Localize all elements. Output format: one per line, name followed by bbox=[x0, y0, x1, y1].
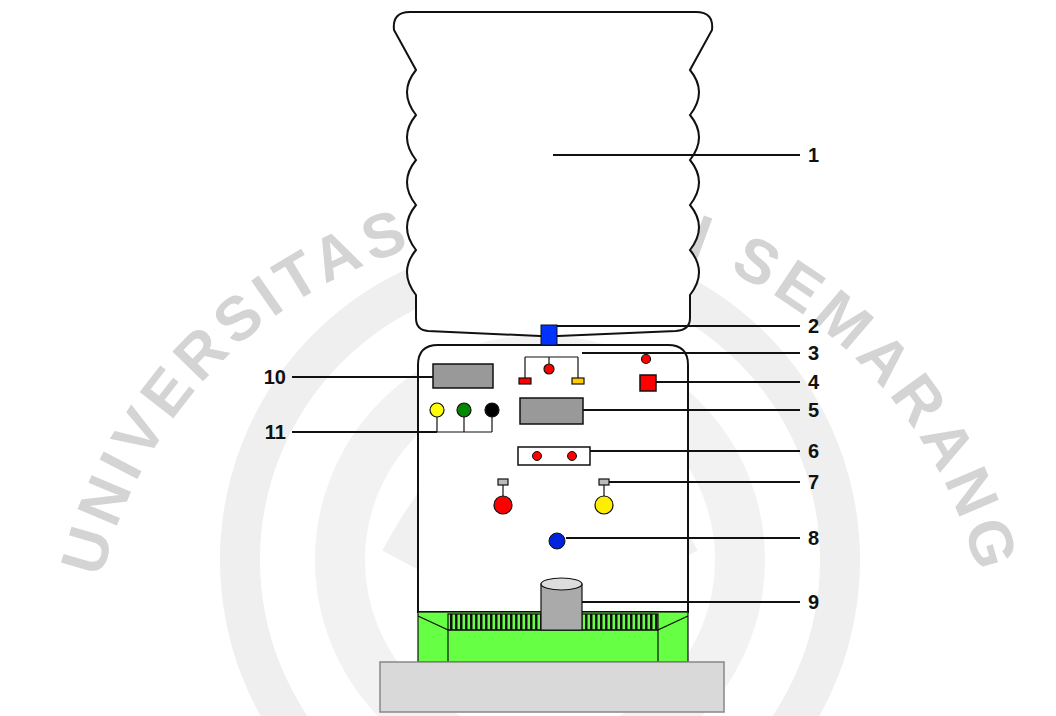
button-strip bbox=[518, 447, 590, 465]
callout-number: 3 bbox=[808, 341, 819, 365]
base-platform bbox=[380, 662, 724, 712]
callout-number: 2 bbox=[808, 314, 819, 338]
control-panel bbox=[520, 398, 583, 424]
drinking-cup bbox=[541, 578, 582, 630]
power-switch bbox=[640, 375, 656, 391]
callout-number: 6 bbox=[808, 439, 819, 463]
callout-number: 5 bbox=[808, 398, 819, 422]
display-panel bbox=[433, 364, 493, 388]
water-bottle bbox=[394, 12, 712, 336]
callout-number: 7 bbox=[808, 470, 819, 494]
drain-button bbox=[549, 533, 565, 549]
leader-lines bbox=[292, 155, 800, 602]
callout-number: 8 bbox=[808, 526, 819, 550]
callout-number: 10 bbox=[264, 365, 286, 389]
callout-number: 11 bbox=[265, 420, 286, 444]
callout-number: 9 bbox=[808, 590, 819, 614]
water-taps bbox=[494, 479, 613, 514]
bottle-valve bbox=[541, 325, 557, 345]
indicator-leds bbox=[430, 403, 499, 432]
indicator-lamps bbox=[519, 355, 651, 385]
dispenser-body bbox=[418, 345, 688, 612]
callout-number: 1 bbox=[808, 143, 819, 167]
callout-number: 4 bbox=[808, 370, 819, 394]
